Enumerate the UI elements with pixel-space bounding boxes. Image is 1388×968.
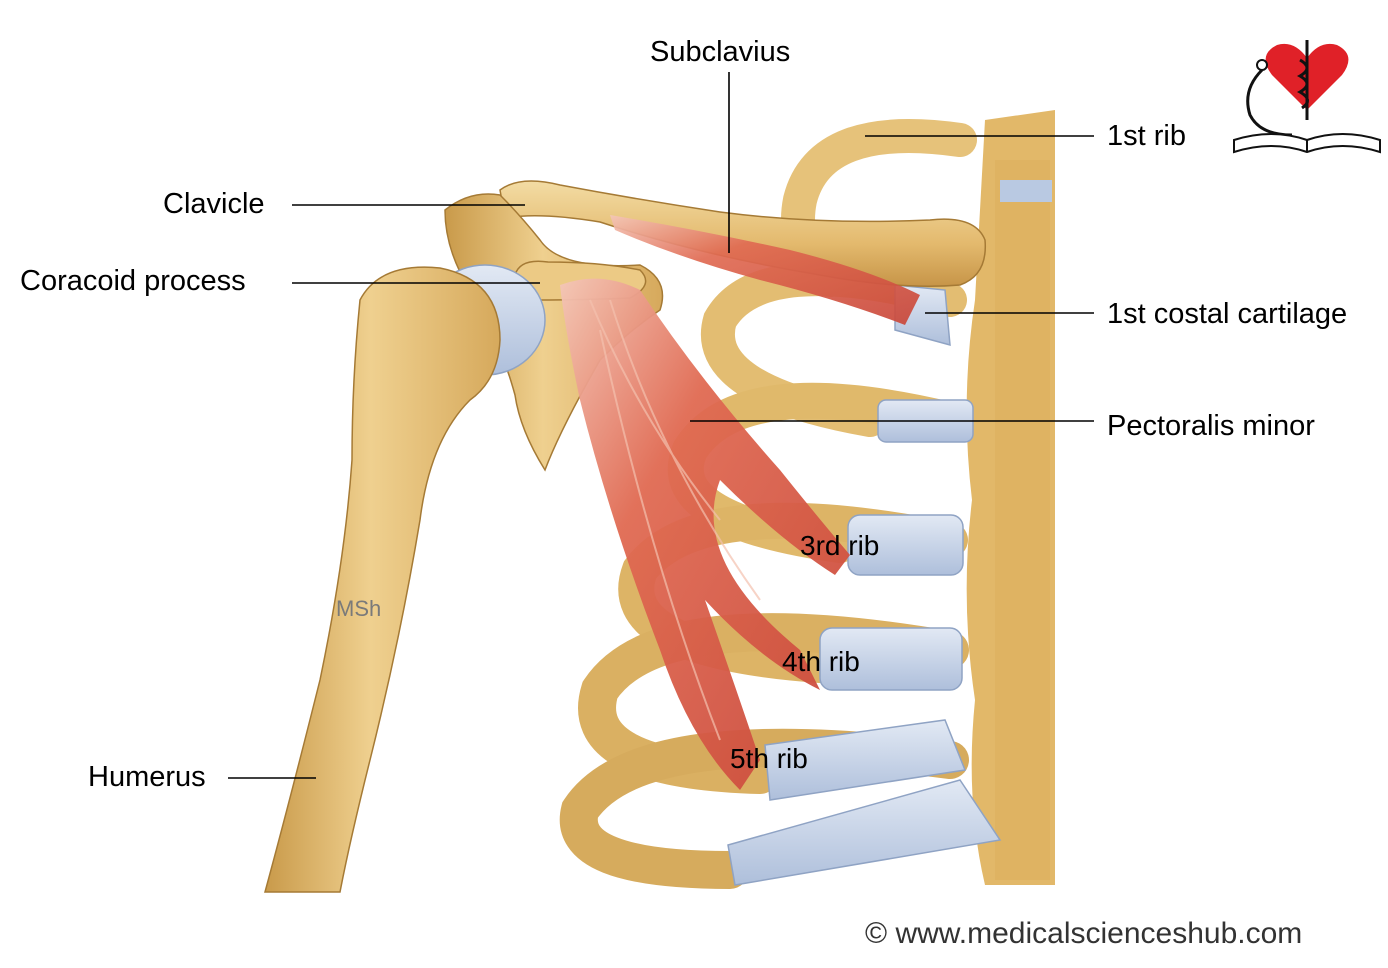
- artist-signature: MSh: [336, 596, 382, 621]
- label-clavicle: Clavicle: [163, 188, 265, 220]
- label-first-costal-cartilage: 1st costal cartilage: [1107, 298, 1348, 330]
- copyright-notice: © www.medicalscienceshub.com: [865, 917, 1303, 950]
- costal-cartilage-5: [764, 719, 967, 801]
- label-third-rib: 3rd rib: [800, 530, 880, 561]
- costal-cartilage-3: [847, 514, 964, 576]
- label-humerus: Humerus: [88, 761, 206, 793]
- label-coracoid-process: Coracoid process: [20, 265, 246, 297]
- subclavius-muscle: [610, 215, 920, 325]
- label-first-rib: 1st rib: [1107, 120, 1186, 152]
- leader-lines: [228, 72, 1094, 779]
- humerus-bone: [264, 264, 546, 893]
- label-fourth-rib: 4th rib: [782, 646, 860, 677]
- costal-cartilage-6: [727, 779, 1002, 886]
- pectoralis-minor-muscle: [560, 278, 850, 790]
- label-fifth-rib: 5th rib: [730, 743, 808, 774]
- sternum: [966, 110, 1055, 885]
- caduceus-icon: [1296, 40, 1309, 120]
- costal-cartilage-4: [819, 627, 963, 691]
- label-subclavius: Subclavius: [650, 36, 791, 68]
- site-logo: [1233, 40, 1381, 154]
- label-pectoralis-minor: Pectoralis minor: [1107, 410, 1315, 442]
